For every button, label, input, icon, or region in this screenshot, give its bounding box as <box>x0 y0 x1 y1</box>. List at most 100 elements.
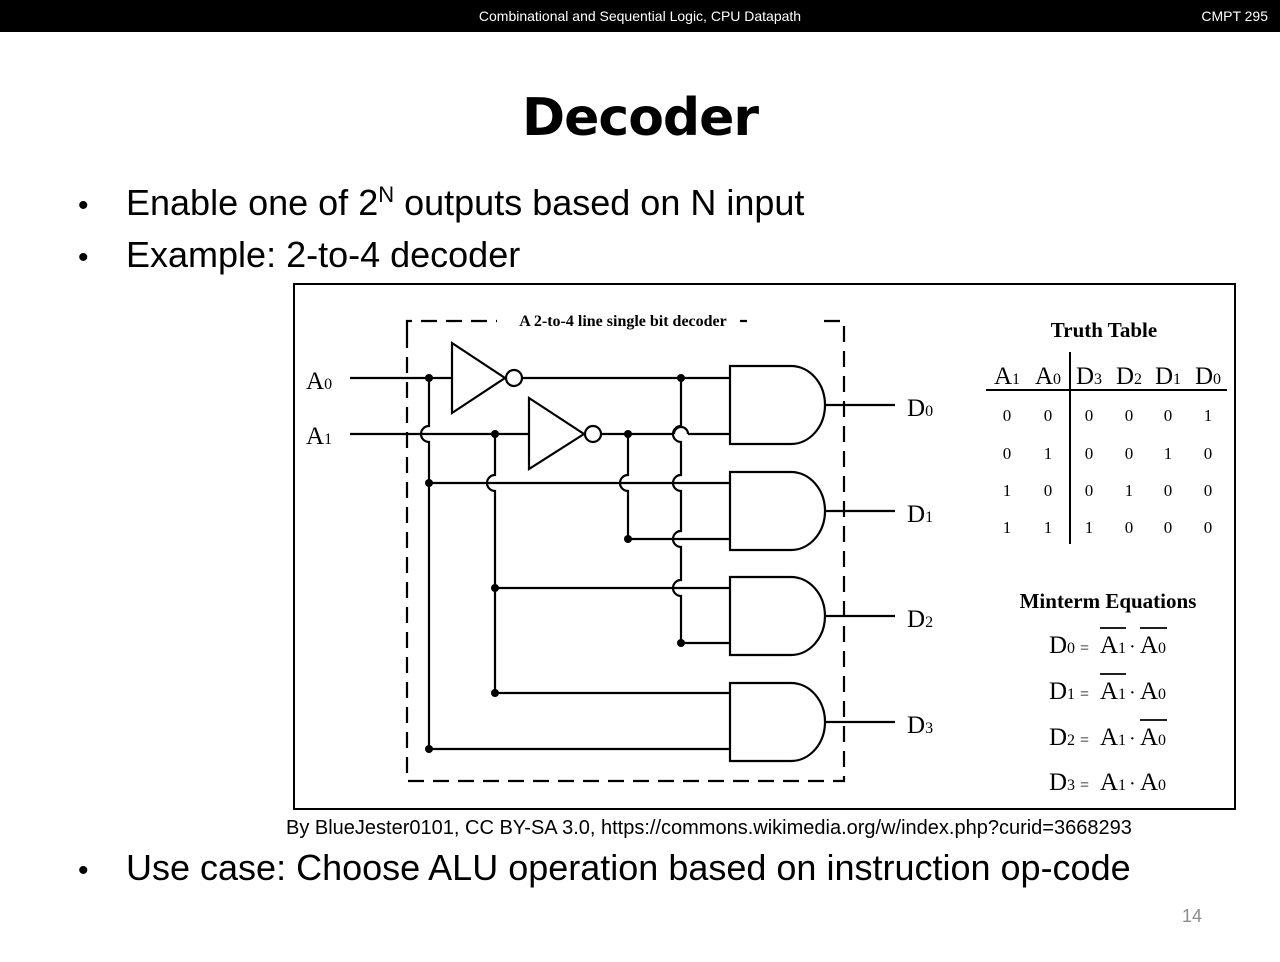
minterm-term: A <box>1100 724 1118 751</box>
truth-table-header-cell: A0 <box>1035 363 1061 390</box>
truth-table-cell: 0 <box>1164 518 1173 537</box>
truth-table-cell: 1 <box>1044 518 1053 537</box>
bullet-dot-icon: • <box>78 241 89 274</box>
and-gate-0 <box>728 364 827 446</box>
truth-table-cell: 0 <box>1085 481 1094 500</box>
output-label-d0: D0 <box>907 395 933 422</box>
image-credit: By BlueJester0101, CC BY-SA 3.0, https:/… <box>286 817 1132 839</box>
output-label-d1: D1 <box>907 501 933 528</box>
wire-not-a1-vertical <box>618 434 630 539</box>
junction-dot <box>491 430 499 438</box>
truth-table-title: Truth Table <box>1051 318 1157 342</box>
truth-table-cell: 1 <box>1085 518 1094 537</box>
junction-dot <box>491 689 499 697</box>
minterm-term: A <box>1100 678 1118 705</box>
minterm-term: 0 <box>1158 777 1166 794</box>
minterm-title: Minterm Equations <box>1020 589 1197 613</box>
junction-dot <box>425 745 433 753</box>
and-gate-1 <box>728 470 827 552</box>
truth-table-cell: 1 <box>1125 481 1134 500</box>
minterm-term: 1 <box>1118 686 1126 703</box>
decoder-box-label: A 2-to-4 line single bit decoder <box>519 313 727 330</box>
truth-table-cell: 0 <box>1125 444 1134 463</box>
minterm-term: D <box>1049 724 1067 751</box>
truth-table-cell: 0 <box>1044 481 1053 500</box>
bullet-dot-icon: • <box>78 854 89 887</box>
junction-dot <box>425 374 433 382</box>
minterm-term: · <box>1129 728 1136 750</box>
bullet-text: Enable one of 2N outputs based on N inpu… <box>126 182 804 224</box>
and-gate-2 <box>728 575 827 657</box>
course-code: CMPT 295 <box>1201 8 1268 24</box>
minterm-term: 1 <box>1118 777 1126 794</box>
truth-table-cell: 0 <box>1085 444 1094 463</box>
minterm-term: A <box>1100 769 1118 796</box>
junction-dot <box>677 639 685 647</box>
minterm-term: · <box>1129 636 1136 658</box>
truth-table-header-cell: D0 <box>1195 363 1221 390</box>
junction-dot <box>624 535 632 543</box>
minterm-term: 3 <box>1067 777 1075 794</box>
not-gate-2 <box>527 395 587 472</box>
truth-table-header-cell: D2 <box>1116 363 1142 390</box>
truth-table-cell: 0 <box>1164 481 1173 500</box>
minterm-term: 0 <box>1158 732 1166 749</box>
truth-table-cell: 0 <box>1085 406 1094 425</box>
junction-dot <box>624 430 632 438</box>
dashed-box-top-left <box>405 319 497 332</box>
minterm-term: 1 <box>1118 732 1126 749</box>
output-label-d2: D2 <box>907 606 933 633</box>
minterm-term: = <box>1080 777 1089 794</box>
junction-dot <box>491 584 499 592</box>
minterm-term: A <box>1140 724 1158 751</box>
truth-table-cell: 1 <box>1204 406 1213 425</box>
minterm-term: 0 <box>1067 640 1075 657</box>
course-title: Combinational and Sequential Logic, CPU … <box>478 8 802 24</box>
truth-table-headers: A1 A0 D3 D2 D1 D0 <box>994 363 1221 390</box>
minterm-term: D <box>1049 678 1067 705</box>
wire-a1-vertical <box>485 434 497 693</box>
page-number: 14 <box>1181 906 1202 926</box>
not-gate-1-bubble <box>504 368 524 388</box>
truth-table-cell: 1 <box>1044 444 1053 463</box>
minterm-term: · <box>1129 773 1136 795</box>
superscript-n: N <box>378 182 395 207</box>
decoder-figure: A 2-to-4 line single bit decoder A0 A1 D… <box>293 283 1236 810</box>
truth-table-header-cell: A1 <box>994 363 1020 390</box>
truth-table-cell: 1 <box>1003 481 1012 500</box>
truth-table-cell: 0 <box>1003 444 1012 463</box>
minterm-term: A <box>1140 769 1158 796</box>
minterm-term: A <box>1100 632 1118 659</box>
slide-header-bar: Combinational and Sequential Logic, CPU … <box>0 0 1280 32</box>
truth-table-cell: 0 <box>1125 518 1134 537</box>
dashed-box <box>405 319 846 783</box>
wire-not-a0-vertical <box>671 378 683 643</box>
truth-table-cell: 0 <box>1204 481 1213 500</box>
junction-dot <box>425 479 433 487</box>
minterm-term: D <box>1049 632 1067 659</box>
truth-table-header-cell: D1 <box>1155 363 1181 390</box>
minterm-term: A <box>1140 678 1158 705</box>
output-label-d3: D3 <box>907 712 933 739</box>
minterm-term: 1 <box>1067 686 1075 703</box>
bullet-text: Example: 2-to-4 decoder <box>126 234 521 275</box>
bullet-text: Use case: Choose ALU operation based on … <box>126 847 1131 888</box>
slide-title: Decoder <box>521 88 759 148</box>
junction-dot <box>677 374 685 382</box>
wire-a0-vertical <box>419 378 431 749</box>
minterm-term: = <box>1080 732 1089 749</box>
minterm-term: 1 <box>1118 640 1126 657</box>
truth-table-cell: 0 <box>1125 406 1134 425</box>
input-label-a1: A1 <box>306 423 332 450</box>
bullet-item: • Example: 2-to-4 decoder <box>78 234 520 276</box>
truth-table-header-cell: D3 <box>1076 363 1102 390</box>
minterm-term: A <box>1140 632 1158 659</box>
not-gate-1 <box>450 340 507 416</box>
minterm-term: D <box>1049 769 1067 796</box>
